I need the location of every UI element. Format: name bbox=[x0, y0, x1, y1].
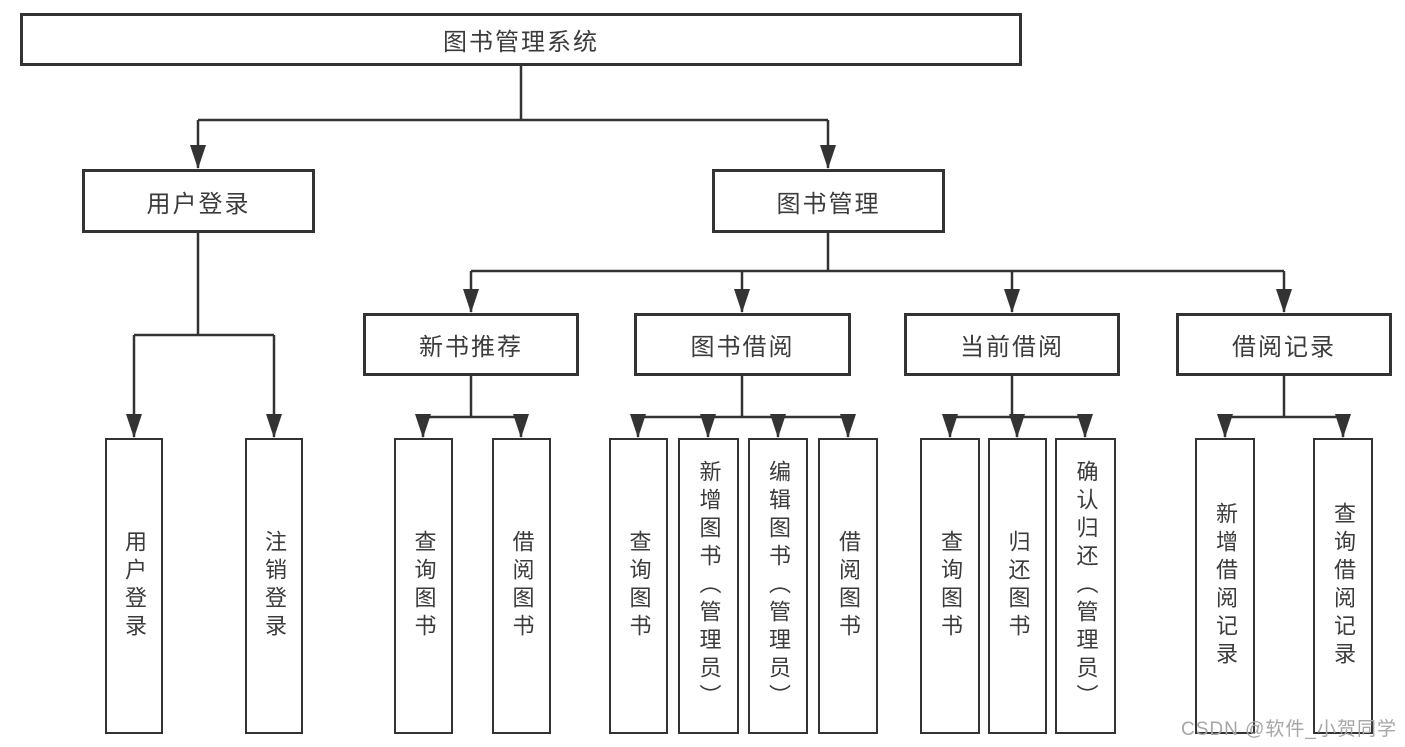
connector-root-to-level2 bbox=[190, 66, 836, 169]
leaf-confirm-return-admin: 确认归还（管理员） bbox=[1055, 438, 1116, 734]
leaf-return-books: 归还图书 bbox=[988, 438, 1047, 734]
leaf-recommend-borrow-books: 借阅图书 bbox=[492, 438, 551, 734]
node-book-management: 图书管理 bbox=[712, 169, 945, 233]
connector-borrow-records-children bbox=[1217, 376, 1351, 438]
connector-new-book-recommend-children bbox=[415, 376, 529, 438]
node-new-book-recommend: 新书推荐 bbox=[363, 313, 579, 376]
node-borrow-records: 借阅记录 bbox=[1176, 313, 1392, 376]
connector-user-login-children bbox=[126, 233, 282, 438]
node-user-login: 用户登录 bbox=[82, 169, 315, 233]
leaf-query-borrow-record: 查询借阅记录 bbox=[1313, 438, 1373, 734]
leaf-borrow-query-books: 查询图书 bbox=[609, 438, 668, 734]
connector-book-management-children bbox=[463, 233, 1292, 313]
leaf-edit-books-admin: 编辑图书（管理员） bbox=[748, 438, 808, 734]
connector-book-borrow-children bbox=[630, 376, 856, 438]
leaf-current-query-books: 查询图书 bbox=[920, 438, 980, 734]
leaf-recommend-query-books: 查询图书 bbox=[394, 438, 453, 734]
leaf-logout-login: 注销登录 bbox=[245, 438, 303, 734]
node-book-borrow: 图书借阅 bbox=[634, 313, 851, 376]
node-current-borrow: 当前借阅 bbox=[904, 313, 1120, 376]
leaf-user-login: 用户登录 bbox=[105, 438, 163, 734]
node-root-system: 图书管理系统 bbox=[20, 13, 1022, 66]
csdn-watermark: CSDN @软件_小贺同学 bbox=[1181, 719, 1397, 740]
leaf-add-borrow-record: 新增借阅记录 bbox=[1195, 438, 1255, 734]
connector-current-borrow-children bbox=[942, 376, 1093, 438]
leaf-add-books-admin: 新增图书（管理员） bbox=[678, 438, 739, 734]
leaf-borrow-books: 借阅图书 bbox=[818, 438, 878, 734]
